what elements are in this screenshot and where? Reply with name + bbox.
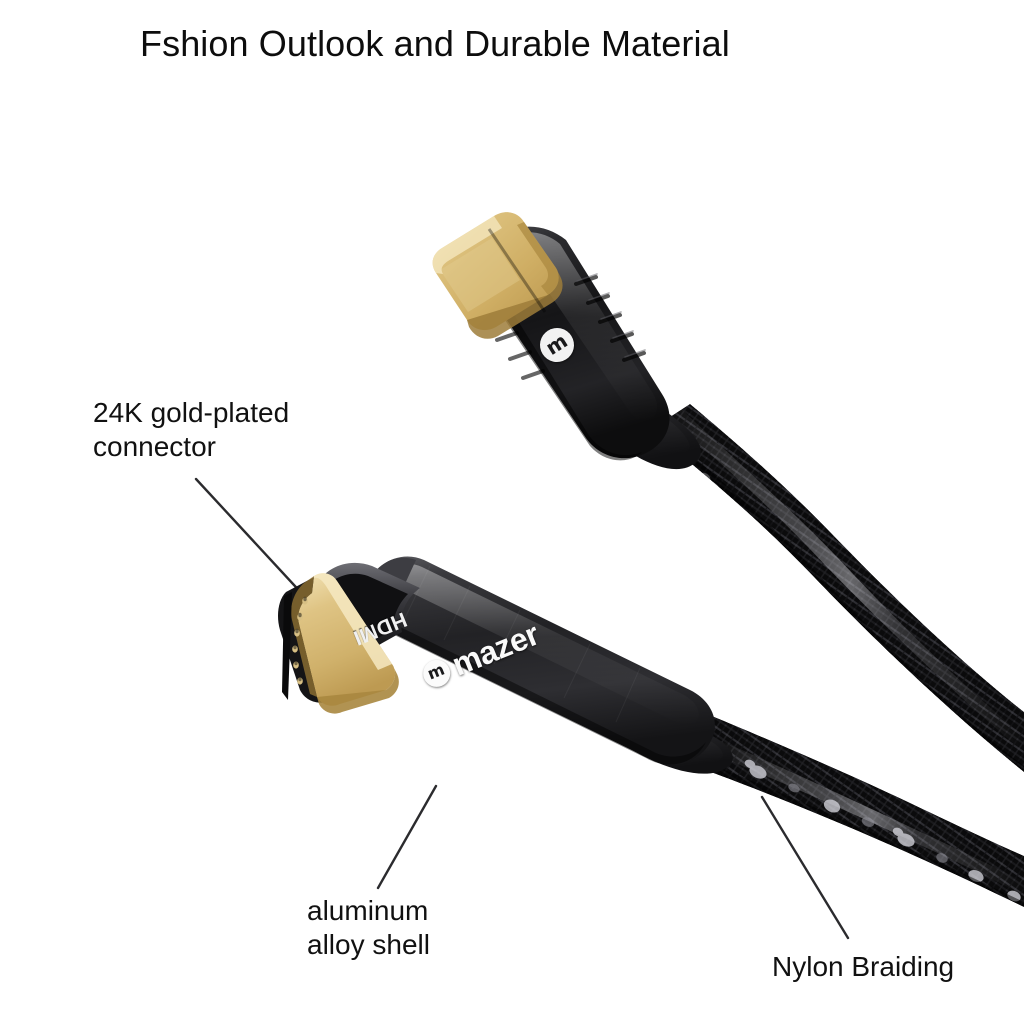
leader-line-nylon xyxy=(760,795,850,940)
hdmi-pins xyxy=(292,597,308,685)
hdmi-assembly xyxy=(278,556,1024,907)
callout-nylon-braiding: Nylon Braiding xyxy=(772,951,955,982)
leader-line-gold xyxy=(194,477,308,600)
usb-c-grip-ribs xyxy=(574,275,646,362)
hdmi-gold-contacts xyxy=(278,573,399,714)
leader-lines xyxy=(194,477,850,940)
usb-c-gold-tip xyxy=(432,212,563,339)
page-title: Fshion Outlook and Durable Material xyxy=(140,23,730,64)
mazer-glyph: m xyxy=(541,328,572,360)
braided-cable-top xyxy=(650,404,1024,772)
braided-cable-bottom xyxy=(700,716,1024,907)
callout-aluminum-alloy-shell: aluminum alloy shell xyxy=(307,895,430,960)
callout-gold-plated-connector: 24K gold-plated connector xyxy=(93,397,290,462)
usb-c-grip-ribs-lower xyxy=(495,331,545,380)
mazer-glyph: m xyxy=(424,659,448,684)
leader-line-alloy xyxy=(376,784,438,890)
usb-c-assembly xyxy=(432,212,1024,772)
